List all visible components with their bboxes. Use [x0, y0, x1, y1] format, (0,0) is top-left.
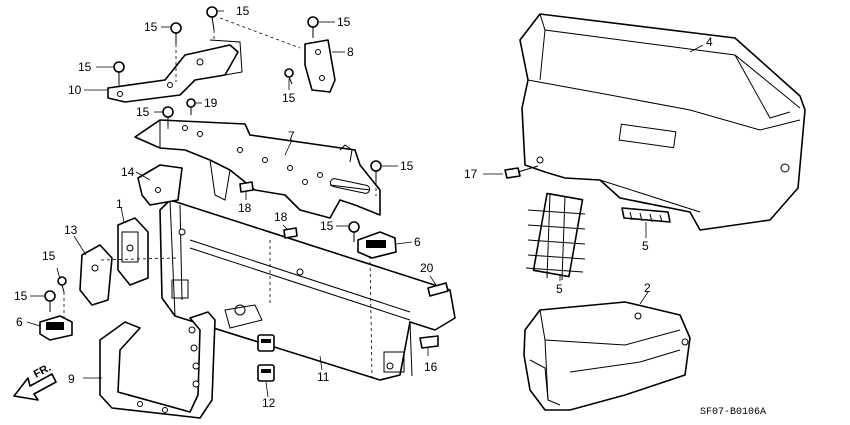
callout-3: 4 [706, 35, 713, 49]
callout-15: 15 [144, 20, 158, 34]
callout-15: 15 [42, 249, 56, 263]
callout-9: 11 [317, 370, 330, 384]
callout-1: 1 [116, 197, 123, 211]
mount-part-6-left [39, 315, 73, 341]
frame-part-7 [134, 119, 381, 219]
callout-4: 5 [642, 239, 649, 253]
callouts: 15 15 15 15 15 15 15 15 15 10 8 15 19 7 … [14, 4, 713, 410]
u-bracket-part-8 [99, 311, 216, 419]
base-plate-part-9 [159, 199, 456, 381]
bracket-part-11 [107, 39, 243, 103]
callout-17: 17 [464, 167, 478, 181]
callout-12: 12 [262, 396, 276, 410]
callout-13: 13 [64, 223, 78, 237]
alignment-lines [63, 17, 377, 379]
callout-18: 18 [274, 210, 288, 224]
callout-19: 19 [204, 96, 218, 110]
callout-15: 15 [337, 15, 351, 29]
callout-15: 15 [78, 60, 92, 74]
callout-11: 10 [68, 83, 82, 97]
callout-6: 6 [414, 235, 421, 249]
callout-8: 9 [68, 372, 75, 386]
callout-15: 15 [136, 105, 150, 119]
clip-part-4 [621, 207, 671, 223]
callout-15: 15 [320, 219, 334, 233]
callout-7: 7 [288, 129, 295, 143]
callout-20: 20 [420, 261, 434, 275]
clip-part-12 [257, 334, 275, 382]
callout-6: 6 [16, 315, 23, 329]
drawing-code: SF07-B0106A [700, 407, 766, 418]
bracket-part-10 [304, 39, 336, 93]
tray-part-2 [523, 301, 691, 411]
front-direction-arrow: FR. [13, 362, 57, 401]
callout-15: 15 [14, 289, 28, 303]
callout-18: 18 [238, 201, 252, 215]
callout-15: 15 [400, 159, 414, 173]
callout-2: 2 [644, 281, 651, 295]
mount-part-6-right [357, 231, 397, 259]
callout-15: 15 [282, 91, 296, 105]
callout-16: 16 [424, 360, 438, 374]
bolts [44, 6, 449, 349]
callout-14: 14 [121, 165, 135, 179]
bracket-part-1 [117, 217, 149, 286]
leader-lines [26, 10, 704, 398]
bracket-part-14 [137, 164, 183, 206]
callout-10: 8 [347, 45, 354, 59]
cover-part-3 [519, 13, 806, 231]
bolt-part-17 [504, 165, 539, 179]
relay-block-part-5 [525, 192, 586, 281]
callout-15: 15 [236, 4, 250, 18]
bracket-part-13 [79, 244, 113, 306]
callout-5: 5 [556, 282, 563, 296]
